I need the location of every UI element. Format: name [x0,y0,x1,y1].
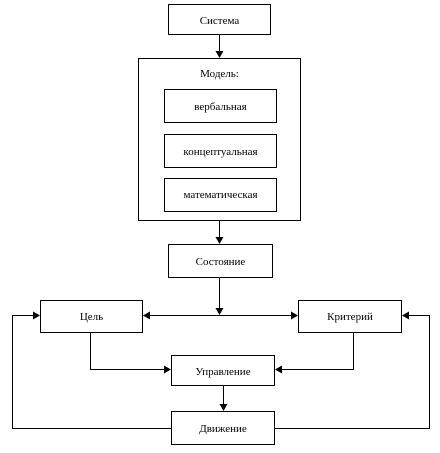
node-system: Система [168,4,271,35]
node-model-title: Модель: [200,68,239,80]
model-item-conceptual-label: концептуальная [183,146,257,158]
node-movement: Движение [171,411,275,445]
node-criterion: Критерий [298,300,402,333]
model-item-verbal: вербальная [164,89,277,123]
arrow-goal-criterion-bidirectional [143,311,298,320]
node-model: Модель: вербальная концептуальная матема… [138,58,301,221]
node-control: Управление [171,355,275,386]
node-state-label: Состояние [196,256,246,268]
model-item-conceptual: концептуальная [164,134,277,168]
node-control-label: Управление [195,366,250,378]
arrow-control-to-movement [219,386,228,411]
arrow-goal-to-control [90,333,171,374]
model-item-mathematical-label: математическая [183,189,257,201]
node-system-label: Система [200,15,240,27]
arrow-criterion-to-control [275,333,354,374]
node-goal: Цель [40,300,143,333]
arrow-movement-to-criterion-feedback [275,311,430,429]
node-state: Состояние [168,244,273,278]
node-criterion-label: Критерий [327,311,373,323]
model-item-verbal-label: вербальная [194,101,246,113]
arrow-state-to-bus [215,278,224,315]
arrow-model-to-state [215,221,224,244]
arrow-system-to-model [215,35,224,58]
node-movement-label: Движение [199,423,247,435]
model-item-mathematical: математическая [164,178,277,212]
node-goal-label: Цель [80,311,103,323]
arrow-movement-to-goal-feedback [12,311,171,429]
